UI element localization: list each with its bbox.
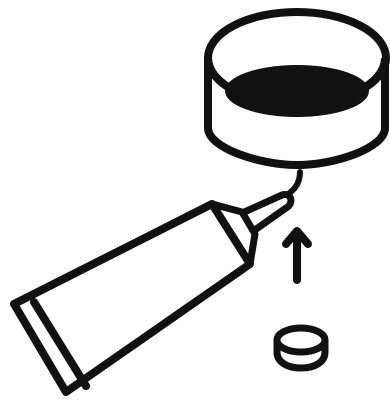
tablet-icon <box>277 328 325 368</box>
tube-icon <box>14 172 300 392</box>
liquid-surface <box>225 65 369 117</box>
arrow-up-icon <box>286 231 308 280</box>
dish-icon <box>208 12 386 165</box>
tube-body <box>14 204 250 392</box>
